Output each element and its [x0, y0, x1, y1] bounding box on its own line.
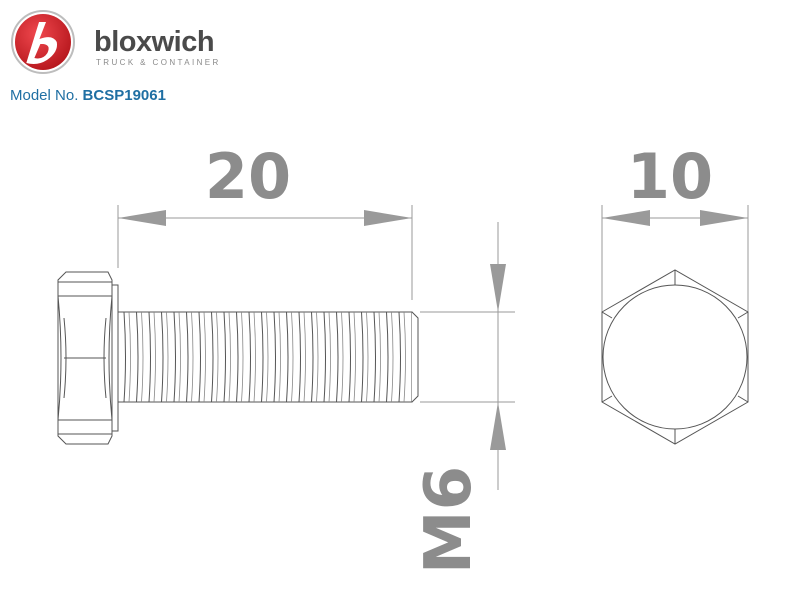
brand-logo: bloxwich TRUCK & CONTAINER [10, 8, 250, 80]
thread-ridge [286, 311, 289, 403]
thread-ridge [273, 311, 276, 403]
thread-root [166, 311, 169, 403]
thread-root [141, 311, 144, 403]
thread-ridge [136, 311, 139, 403]
thread-ridge [248, 311, 251, 403]
thread-ridge [236, 311, 239, 403]
thread-root [266, 311, 269, 403]
thread-root [403, 311, 406, 403]
width-arrow-left [602, 210, 650, 226]
thread-ridge [348, 311, 351, 403]
model-number-line: Model No. BCSP19061 [10, 87, 166, 104]
thread-root [216, 311, 219, 403]
thread-ridge [386, 311, 389, 403]
thread-ridge [261, 311, 264, 403]
head-width-label: 10 [627, 140, 713, 213]
thread-root [353, 311, 356, 403]
bolt-side-view [57, 271, 419, 445]
head-width-dimension: 10 [601, 140, 749, 312]
length-arrow-right [364, 210, 412, 226]
thread-root [316, 311, 319, 403]
thread-ridge [161, 311, 164, 403]
thread-ridge [123, 311, 126, 403]
thread-ridge [336, 311, 339, 403]
thread-root [278, 311, 281, 403]
bolt-threads [123, 311, 406, 403]
thread-root [366, 311, 369, 403]
thread-ridge [361, 311, 364, 403]
thread-root [303, 311, 306, 403]
length-label: 20 [205, 140, 291, 213]
thread-ridge [211, 311, 214, 403]
brand-name: bloxwich [94, 26, 215, 58]
brand-tagline: TRUCK & CONTAINER [96, 58, 221, 67]
thread-ridge [186, 311, 189, 403]
bolt-hex-end-view [601, 269, 749, 445]
thread-ridge [398, 311, 401, 403]
thread-root [341, 311, 344, 403]
thread-label: M6 [412, 466, 486, 574]
hex-outline [601, 269, 749, 445]
thread-root [291, 311, 294, 403]
thread-arrow-top [490, 264, 506, 312]
thread-root [253, 311, 256, 403]
thread-root [203, 311, 206, 403]
thread-dimension: M6 [412, 222, 515, 574]
thread-ridge [323, 311, 326, 403]
thread-ridge [173, 311, 176, 403]
thread-root [178, 311, 181, 403]
thread-root [241, 311, 244, 403]
thread-ridge [311, 311, 314, 403]
width-arrow-right [700, 210, 748, 226]
thread-ridge [298, 311, 301, 403]
thread-root [191, 311, 194, 403]
length-arrow-left [118, 210, 166, 226]
thread-root [128, 311, 131, 403]
thread-ridge [148, 311, 151, 403]
thread-root [328, 311, 331, 403]
model-number: BCSP19061 [82, 87, 166, 104]
thread-arrow-bottom [490, 402, 506, 450]
thread-root [228, 311, 231, 403]
thread-ridge [373, 311, 376, 403]
model-label: Model No. [10, 87, 79, 104]
thread-root [391, 311, 394, 403]
length-dimension: 20 [117, 140, 413, 300]
logo-emblem-icon [11, 10, 75, 74]
thread-root [153, 311, 156, 403]
thread-ridge [198, 311, 201, 403]
thread-root [378, 311, 381, 403]
thread-ridge [223, 311, 226, 403]
